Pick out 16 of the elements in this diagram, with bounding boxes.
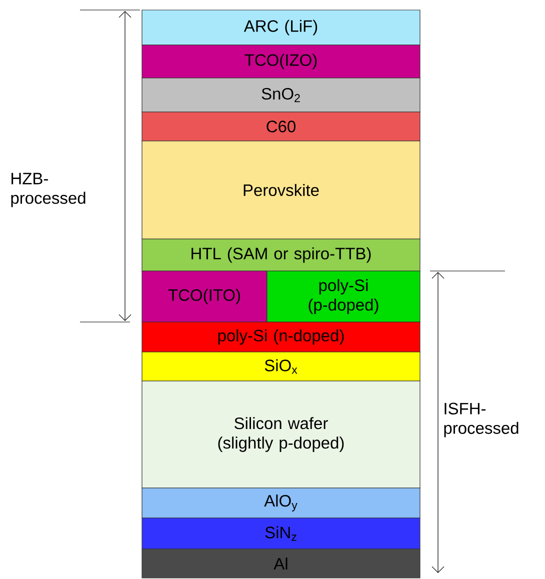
layer-box: ARC (LiF)	[142, 10, 420, 46]
layer-box: HTL (SAM or spiro-TTB)	[142, 238, 420, 272]
layer-box: C60	[142, 112, 420, 142]
layer-box: poly-Si (n-doped)	[142, 322, 420, 352]
layer-box: Al	[142, 548, 420, 578]
layer-box: SiN$_{z}$	[142, 518, 420, 550]
layer-box: AlO$_{y}$	[142, 488, 420, 518]
layer-box: SnO$_{2}$	[142, 78, 420, 112]
layer-box: poly-Si (p-doped)	[266, 270, 420, 322]
layer-box: SiO$_{x}$	[142, 352, 420, 382]
layer-box: Perovskite	[142, 140, 420, 240]
layer-box: TCO(ITO)	[142, 270, 268, 322]
side-label: ISFH-processed	[444, 402, 518, 438]
side-label: HZB-processed	[11, 172, 86, 208]
layer-box: TCO(IZO)	[142, 44, 420, 78]
layer-box: Silicon wafer (slightly p-doped)	[142, 380, 420, 488]
